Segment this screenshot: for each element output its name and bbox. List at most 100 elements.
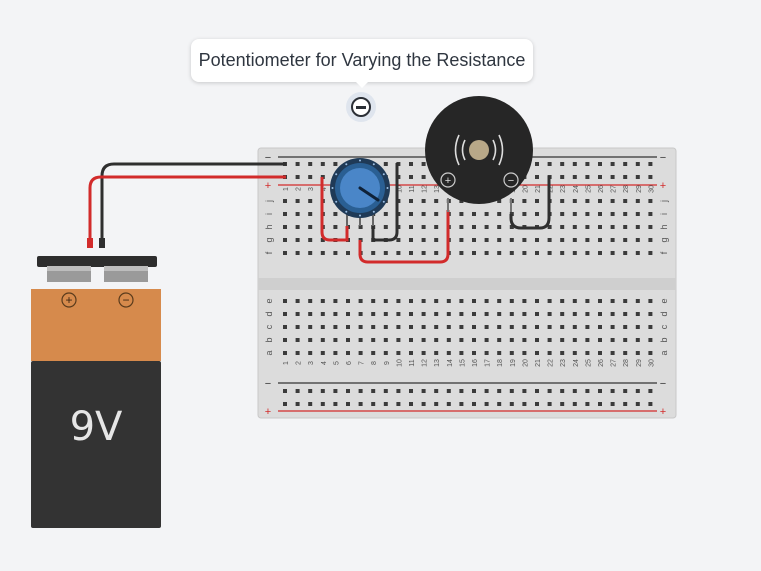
breadboard-hole[interactable] xyxy=(610,312,615,316)
rail-hole[interactable] xyxy=(635,402,640,406)
breadboard-hole[interactable] xyxy=(560,251,565,255)
rail-hole[interactable] xyxy=(396,402,401,406)
breadboard-hole[interactable] xyxy=(283,251,287,255)
breadboard-hole[interactable] xyxy=(648,251,653,255)
breadboard-hole[interactable] xyxy=(598,325,602,329)
breadboard-hole[interactable] xyxy=(434,251,439,255)
breadboard-hole[interactable] xyxy=(547,238,552,242)
breadboard-hole[interactable] xyxy=(396,338,401,342)
rail-hole[interactable] xyxy=(308,389,313,393)
breadboard-hole[interactable] xyxy=(346,338,350,342)
breadboard-hole[interactable] xyxy=(409,199,413,203)
breadboard-hole[interactable] xyxy=(283,212,287,216)
breadboard-hole[interactable] xyxy=(308,338,313,342)
breadboard-hole[interactable] xyxy=(535,325,539,329)
breadboard-hole[interactable] xyxy=(333,338,338,342)
rail-hole[interactable] xyxy=(283,389,287,393)
breadboard-hole[interactable] xyxy=(358,338,363,342)
rail-hole[interactable] xyxy=(635,389,640,393)
breadboard-hole[interactable] xyxy=(308,351,313,355)
breadboard-hole[interactable] xyxy=(497,199,502,203)
rail-hole[interactable] xyxy=(283,402,287,406)
breadboard-hole[interactable] xyxy=(421,199,426,203)
breadboard-hole[interactable] xyxy=(598,299,602,303)
breadboard-hole[interactable] xyxy=(560,299,565,303)
rail-hole[interactable] xyxy=(547,402,552,406)
breadboard-hole[interactable] xyxy=(484,312,489,316)
breadboard-hole[interactable] xyxy=(421,351,426,355)
breadboard-hole[interactable] xyxy=(421,212,426,216)
breadboard-hole[interactable] xyxy=(560,351,565,355)
breadboard-hole[interactable] xyxy=(610,212,615,216)
breadboard-hole[interactable] xyxy=(383,338,388,342)
breadboard-hole[interactable] xyxy=(308,212,313,216)
breadboard-hole[interactable] xyxy=(585,238,590,242)
breadboard-hole[interactable] xyxy=(358,225,363,229)
breadboard-hole[interactable] xyxy=(547,299,552,303)
breadboard-hole[interactable] xyxy=(535,312,539,316)
breadboard-hole[interactable] xyxy=(598,351,602,355)
rail-hole[interactable] xyxy=(446,402,451,406)
breadboard-hole[interactable] xyxy=(547,338,552,342)
breadboard-hole[interactable] xyxy=(283,351,287,355)
breadboard-hole[interactable] xyxy=(459,325,464,329)
breadboard-hole[interactable] xyxy=(509,299,514,303)
breadboard-hole[interactable] xyxy=(283,312,287,316)
breadboard-hole[interactable] xyxy=(585,351,590,355)
breadboard-hole[interactable] xyxy=(446,351,451,355)
rail-hole[interactable] xyxy=(585,389,590,393)
breadboard-hole[interactable] xyxy=(434,199,439,203)
breadboard-hole[interactable] xyxy=(434,312,439,316)
breadboard-hole[interactable] xyxy=(308,251,313,255)
breadboard-hole[interactable] xyxy=(320,351,325,355)
rail-hole[interactable] xyxy=(623,389,628,393)
breadboard-hole[interactable] xyxy=(295,251,300,255)
breadboard-hole[interactable] xyxy=(409,312,413,316)
breadboard-hole[interactable] xyxy=(421,338,426,342)
breadboard-hole[interactable] xyxy=(560,238,565,242)
rail-hole[interactable] xyxy=(409,175,413,179)
rail-hole[interactable] xyxy=(635,175,640,179)
breadboard-hole[interactable] xyxy=(610,199,615,203)
breadboard-hole[interactable] xyxy=(635,312,640,316)
breadboard-hole[interactable] xyxy=(320,338,325,342)
rail-hole[interactable] xyxy=(648,389,653,393)
breadboard-hole[interactable] xyxy=(484,338,489,342)
breadboard-hole[interactable] xyxy=(283,238,287,242)
rail-hole[interactable] xyxy=(459,402,464,406)
rail-hole[interactable] xyxy=(383,162,388,166)
breadboard-hole[interactable] xyxy=(320,325,325,329)
breadboard-hole[interactable] xyxy=(610,325,615,329)
rail-hole[interactable] xyxy=(535,402,539,406)
breadboard-hole[interactable] xyxy=(283,199,287,203)
breadboard-hole[interactable] xyxy=(497,338,502,342)
rail-hole[interactable] xyxy=(497,402,502,406)
breadboard-hole[interactable] xyxy=(446,299,451,303)
breadboard-hole[interactable] xyxy=(295,351,300,355)
breadboard-hole[interactable] xyxy=(547,251,552,255)
breadboard-hole[interactable] xyxy=(497,299,502,303)
breadboard-hole[interactable] xyxy=(295,225,300,229)
battery-9v[interactable]: + − xyxy=(31,238,161,528)
breadboard-hole[interactable] xyxy=(371,351,376,355)
rail-hole[interactable] xyxy=(572,389,577,393)
breadboard-hole[interactable] xyxy=(585,212,590,216)
breadboard-hole[interactable] xyxy=(320,251,325,255)
breadboard-hole[interactable] xyxy=(509,312,514,316)
breadboard-hole[interactable] xyxy=(497,251,502,255)
rail-hole[interactable] xyxy=(346,402,350,406)
breadboard-hole[interactable] xyxy=(598,251,602,255)
rail-hole[interactable] xyxy=(598,175,602,179)
buzzer[interactable]: + − xyxy=(425,96,533,212)
breadboard-hole[interactable] xyxy=(472,212,476,216)
breadboard-hole[interactable] xyxy=(459,312,464,316)
breadboard-hole[interactable] xyxy=(572,251,577,255)
breadboard-hole[interactable] xyxy=(535,299,539,303)
breadboard-hole[interactable] xyxy=(497,212,502,216)
rail-hole[interactable] xyxy=(585,162,590,166)
rail-hole[interactable] xyxy=(346,389,350,393)
breadboard-hole[interactable] xyxy=(472,312,476,316)
rail-hole[interactable] xyxy=(497,389,502,393)
breadboard-hole[interactable] xyxy=(648,238,653,242)
rail-hole[interactable] xyxy=(572,162,577,166)
